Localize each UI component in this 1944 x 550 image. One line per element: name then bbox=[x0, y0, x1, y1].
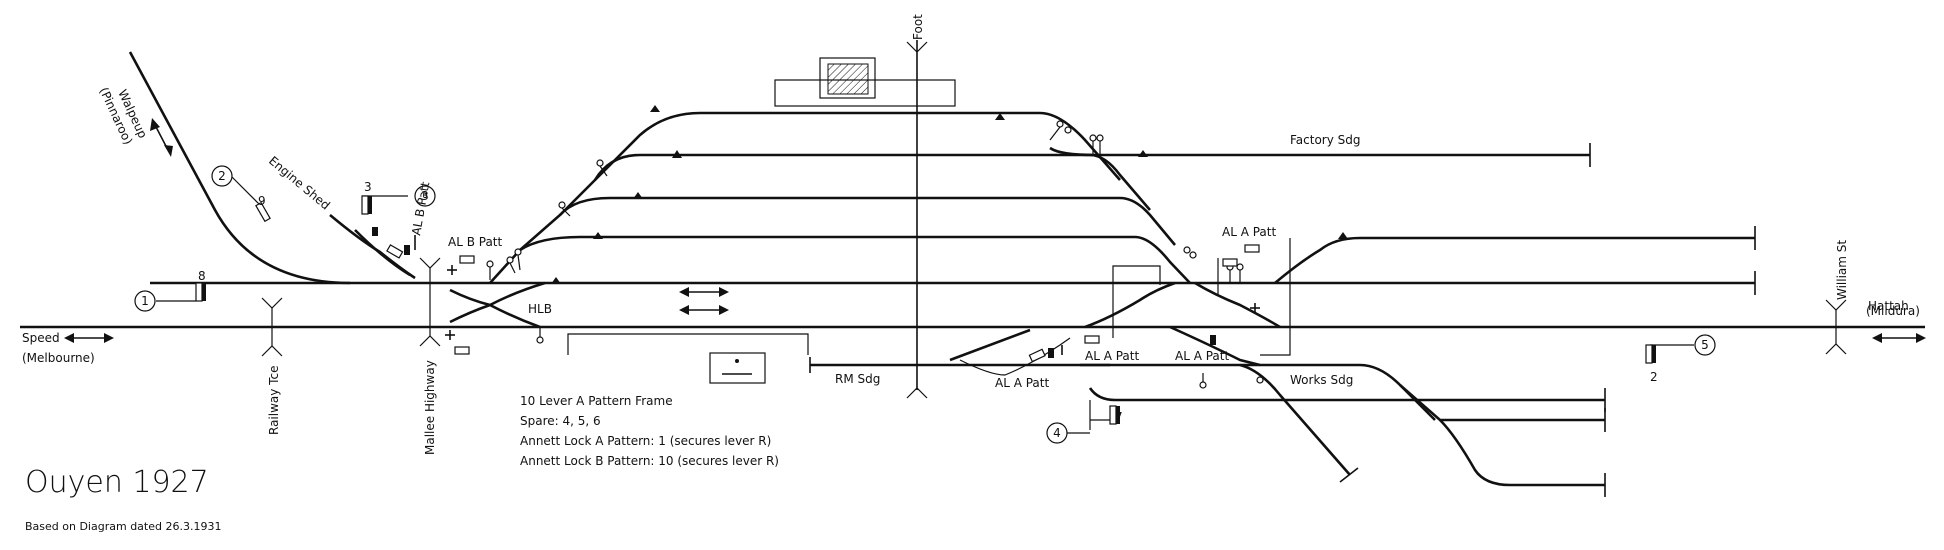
turnout-7 bbox=[1088, 387, 1605, 402]
lever-label-9: 9 bbox=[258, 194, 266, 208]
lever-label-3: 3 bbox=[364, 180, 372, 194]
works-buffer-2 bbox=[1339, 467, 1359, 483]
label-al-b-patt: AL B Patt bbox=[448, 235, 503, 249]
works-siding-link bbox=[1169, 325, 1261, 367]
svg-text:1: 1 bbox=[141, 294, 149, 308]
crossover-right-1 bbox=[1194, 281, 1281, 329]
signal-9 bbox=[229, 174, 271, 223]
note-line-4: Annett Lock B Pattern: 10 (secures lever… bbox=[520, 454, 779, 468]
signal-3 bbox=[361, 195, 408, 215]
works-lower-track bbox=[1239, 363, 1351, 476]
works-siding bbox=[1080, 363, 1605, 422]
label-al-a-patt-1: AL A Patt bbox=[1222, 225, 1276, 239]
marker bbox=[1138, 150, 1148, 157]
lever-circle-4: 4 bbox=[1046, 422, 1090, 444]
siding-row-d bbox=[594, 111, 1121, 181]
arrow-walpeup bbox=[150, 118, 173, 157]
marker bbox=[650, 105, 660, 112]
diagram-subtitle: Based on Diagram dated 26.3.1931 bbox=[25, 520, 221, 533]
right-upper-siding bbox=[1274, 236, 1755, 284]
signal-box-dot bbox=[735, 359, 739, 363]
marker bbox=[995, 113, 1005, 120]
label-foot: Foot bbox=[911, 14, 925, 40]
ground-signals-left bbox=[486, 159, 608, 344]
marker bbox=[633, 192, 643, 199]
foot-bridge-bottom bbox=[906, 387, 928, 399]
siding-row-a bbox=[489, 235, 1191, 284]
works-bottom bbox=[1399, 384, 1436, 421]
lever-label-7: 7 bbox=[1115, 410, 1123, 424]
label-hlb: HLB bbox=[528, 302, 552, 316]
signal-2 bbox=[1645, 344, 1694, 364]
label-rm-sdg: RM Sdg bbox=[835, 372, 880, 386]
arrow-mid-1 bbox=[679, 287, 729, 297]
foot-bridge-top bbox=[906, 41, 928, 53]
label-al-a-patt-3: AL A Patt bbox=[1175, 349, 1229, 363]
annett-lock-boxes bbox=[386, 244, 1260, 363]
label-william-st: William St bbox=[1835, 240, 1849, 300]
svg-text:4: 4 bbox=[1053, 426, 1061, 440]
plus-symbols bbox=[445, 265, 1260, 340]
crossover-right-2 bbox=[1084, 281, 1176, 329]
svg-text:3: 3 bbox=[421, 189, 429, 203]
ground-signals-right bbox=[1049, 120, 1264, 389]
note-line-2: Spare: 4, 5, 6 bbox=[520, 414, 601, 428]
walpeup-branch bbox=[128, 51, 351, 285]
dest-walpeup-group: Walpeup (Pinnaroo) bbox=[97, 85, 150, 147]
marker bbox=[551, 277, 561, 284]
label-works-sdg: Works Sdg bbox=[1290, 373, 1353, 387]
station-building-hatch bbox=[827, 63, 869, 95]
label-al-a-patt-4: AL A Patt bbox=[995, 376, 1049, 390]
mallee-highway-crossing bbox=[419, 257, 441, 347]
william-st-crossing bbox=[1825, 299, 1847, 355]
lever-circle-2: 2 bbox=[211, 165, 233, 187]
crossover-left bbox=[449, 288, 541, 329]
diagram-title: Ouyen 1927 bbox=[25, 465, 209, 500]
label-engine-shed: Engine Shed bbox=[266, 154, 333, 213]
station-building-core bbox=[819, 57, 876, 99]
signal-7 bbox=[1089, 400, 1120, 430]
rm-curved-siding-2 bbox=[949, 328, 1031, 362]
note-line-3: Annett Lock A Pattern: 1 (secures lever … bbox=[520, 434, 771, 448]
svg-text:2: 2 bbox=[218, 169, 226, 183]
dest-melbourne: (Melbourne) bbox=[22, 351, 95, 365]
signal-box bbox=[709, 352, 766, 384]
platform bbox=[567, 333, 809, 355]
bottom-siding bbox=[1439, 419, 1605, 487]
dest-hattah: Hattah bbox=[1868, 299, 1909, 313]
lock-outline-mid bbox=[1112, 265, 1161, 338]
marker bbox=[1338, 232, 1348, 239]
label-al-a-patt-2: AL A Patt bbox=[1085, 349, 1139, 363]
engine-shed-spur bbox=[354, 229, 411, 277]
railway-tce-crossing bbox=[261, 297, 283, 357]
lever-label-8: 8 bbox=[198, 269, 206, 283]
label-factory-sdg: Factory Sdg bbox=[1290, 133, 1361, 147]
siding-row-b bbox=[519, 196, 1176, 251]
signal-1 bbox=[156, 282, 206, 302]
lever-label-2: 2 bbox=[1650, 370, 1658, 384]
arrow-right-hattah bbox=[1872, 333, 1926, 343]
note-line-1: 10 Lever A Pattern Frame bbox=[520, 394, 673, 408]
dest-mildura-label: (Mildura) bbox=[1866, 304, 1920, 318]
lever-circle-3: 3 bbox=[414, 185, 436, 207]
marker bbox=[593, 232, 603, 239]
svg-text:5: 5 bbox=[1701, 338, 1709, 352]
label-mallee-highway: Mallee Highway bbox=[423, 360, 437, 455]
lock-outline-right bbox=[1217, 238, 1291, 356]
lock-marks bbox=[372, 227, 1216, 358]
lever-circle-5: 5 bbox=[1694, 334, 1716, 356]
crossover-left-2 bbox=[449, 281, 546, 324]
factory-siding bbox=[1049, 146, 1590, 157]
siding-row-c bbox=[559, 153, 1151, 216]
label-railway-tce: Railway Tce bbox=[267, 366, 281, 435]
label-al-b-patt-vertical: AL B Patt bbox=[409, 180, 432, 236]
marker bbox=[672, 150, 682, 158]
arrow-left-speed bbox=[64, 333, 114, 343]
arrow-mid-2 bbox=[679, 305, 729, 315]
lever-circle-1: 1 bbox=[134, 290, 156, 312]
dest-speed: Speed bbox=[22, 331, 60, 345]
